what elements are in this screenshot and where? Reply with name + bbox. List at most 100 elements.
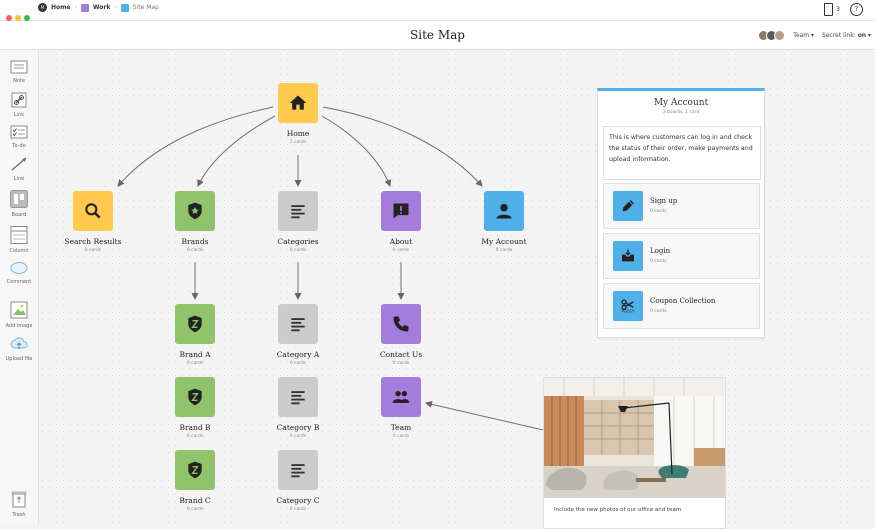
board-category-b[interactable]: Category B 0 cards <box>238 377 358 439</box>
page-title[interactable]: Site Map <box>410 28 465 42</box>
note-tool[interactable]: Note <box>0 60 38 84</box>
breadcrumb-home[interactable]: Home <box>51 4 71 11</box>
breadcrumb-separator: › <box>114 4 117 11</box>
todo-icon <box>10 125 28 139</box>
search-results-board-tile[interactable] <box>73 191 113 231</box>
minimize-window-button[interactable] <box>15 15 21 21</box>
secret-link-label: Secret link: <box>822 32 856 39</box>
brands-board-tile[interactable] <box>175 191 215 231</box>
card-count: 0 cards <box>186 248 204 253</box>
board-brand-b[interactable]: Brand B 0 cards <box>135 377 255 439</box>
board-tool[interactable]: Board <box>0 190 38 218</box>
device-sync[interactable]: 3 <box>824 3 840 16</box>
board-login[interactable]: Login 0 cards <box>603 233 760 279</box>
link-tool[interactable]: Link <box>0 92 38 118</box>
board-brands[interactable]: Brands 0 cards <box>135 191 255 253</box>
board-category-a[interactable]: Category A 0 cards <box>238 304 358 366</box>
breadcrumb-work[interactable]: Work <box>92 4 111 11</box>
board-contact-us[interactable]: Contact Us 0 cards <box>341 304 461 366</box>
board-category-c[interactable]: Category C 0 cards <box>238 450 358 512</box>
card-count: 0 cards <box>392 248 410 253</box>
board-title: Category B <box>276 423 320 432</box>
categories-board-tile[interactable] <box>278 191 318 231</box>
secret-link-value: on <box>857 32 867 39</box>
sign-up-board-tile[interactable] <box>613 191 643 221</box>
card-count: 0 cards <box>289 507 307 512</box>
column-title[interactable]: My Account <box>653 98 709 108</box>
board-title: About <box>389 237 413 246</box>
pen-icon <box>622 200 634 212</box>
top-right-controls: 3 ? <box>824 3 863 16</box>
trash-tool[interactable]: Trash <box>0 490 38 518</box>
team-dropdown[interactable]: Team ▾ <box>793 32 814 39</box>
category-b-board-tile[interactable] <box>278 377 318 417</box>
board-categories[interactable]: Categories 0 cards <box>238 191 358 253</box>
board-coupon-collection[interactable]: Coupon Collection 0 cards <box>603 283 760 329</box>
upload-file-tool-label: Upload file <box>5 356 33 362</box>
card-count: 0 cards <box>289 248 307 253</box>
board-title: Home <box>286 129 310 138</box>
avatar <box>774 30 786 41</box>
board-brand-c[interactable]: Brand C 0 cards <box>135 450 255 512</box>
category-a-board-tile[interactable] <box>278 304 318 344</box>
milanote-logo-icon[interactable]: M <box>38 3 47 12</box>
card-count: 0 cards <box>650 309 667 314</box>
breadcrumb-site-map[interactable]: Site Map <box>132 4 159 11</box>
todo-tool-label: To-do <box>12 143 26 149</box>
column-note-card[interactable]: This is where customers can log in and c… <box>603 126 761 180</box>
phone-icon <box>393 316 409 332</box>
link-icon <box>11 92 27 108</box>
board-title: Contact Us <box>379 350 423 359</box>
board-title: Brand A <box>179 350 211 359</box>
board-title: Search Results <box>64 237 122 246</box>
board-my-account[interactable]: My Account 0 cards <box>444 191 564 253</box>
coupon-collection-board-tile[interactable] <box>613 291 643 321</box>
my-account-board-tile[interactable] <box>484 191 524 231</box>
scissors-icon <box>621 299 634 313</box>
brand-a-board-tile[interactable] <box>175 304 215 344</box>
window-controls[interactable] <box>6 6 33 25</box>
category-c-board-tile[interactable] <box>278 450 318 490</box>
my-account-column[interactable]: My Account 3 boards, 1 card This is wher… <box>597 88 765 338</box>
people-icon <box>392 391 410 403</box>
board-title: Category A <box>276 350 320 359</box>
board-title: Categories <box>277 237 319 246</box>
team-board-tile[interactable] <box>381 377 421 417</box>
board-sign-up[interactable]: Sign up 0 cards <box>603 183 760 229</box>
secret-link-toggle[interactable]: Secret link: on ▾ <box>822 32 871 39</box>
contact-us-board-tile[interactable] <box>381 304 421 344</box>
help-icon[interactable]: ? <box>850 3 863 16</box>
home-icon <box>289 95 307 110</box>
login-board-tile[interactable] <box>613 241 643 271</box>
upload-file-tool[interactable]: Upload file <box>0 336 38 362</box>
note-icon <box>10 60 28 74</box>
brand-b-board-tile[interactable] <box>175 377 215 417</box>
shield-icon <box>188 461 202 479</box>
line-tool[interactable]: Line <box>0 156 38 182</box>
comment-icon <box>10 262 28 274</box>
board-team[interactable]: Team 0 cards <box>341 377 461 439</box>
board-brand-a[interactable]: Brand A 0 cards <box>135 304 255 366</box>
trash-label: Trash <box>12 512 26 518</box>
board-home[interactable]: Home 7 cards <box>238 83 358 145</box>
close-window-button[interactable] <box>6 15 12 21</box>
todo-tool[interactable]: To-do <box>0 125 38 149</box>
text-lines-icon <box>291 205 305 219</box>
board-about[interactable]: About 0 cards <box>341 191 461 253</box>
board-title: Brand C <box>179 496 211 505</box>
team-label: Team <box>793 32 810 39</box>
brand-c-board-tile[interactable] <box>175 450 215 490</box>
avatar-group[interactable] <box>758 30 786 41</box>
office-photo-card[interactable]: Include the new photos of our office and… <box>543 377 726 529</box>
board-title: Category C <box>276 496 320 505</box>
board-title: Brand B <box>179 423 211 432</box>
title-bar-right: Team ▾ Secret link: on ▾ <box>758 30 871 41</box>
column-tool[interactable]: Column <box>0 226 38 254</box>
comment-tool[interactable]: Comment <box>0 261 38 285</box>
board-search-results[interactable]: Search Results 0 cards <box>33 191 153 253</box>
about-board-tile[interactable] <box>381 191 421 231</box>
shield-icon <box>188 388 202 406</box>
maximize-window-button[interactable] <box>24 15 30 21</box>
home-board-tile[interactable] <box>278 83 318 123</box>
add-image-tool[interactable]: Add image <box>0 301 38 329</box>
